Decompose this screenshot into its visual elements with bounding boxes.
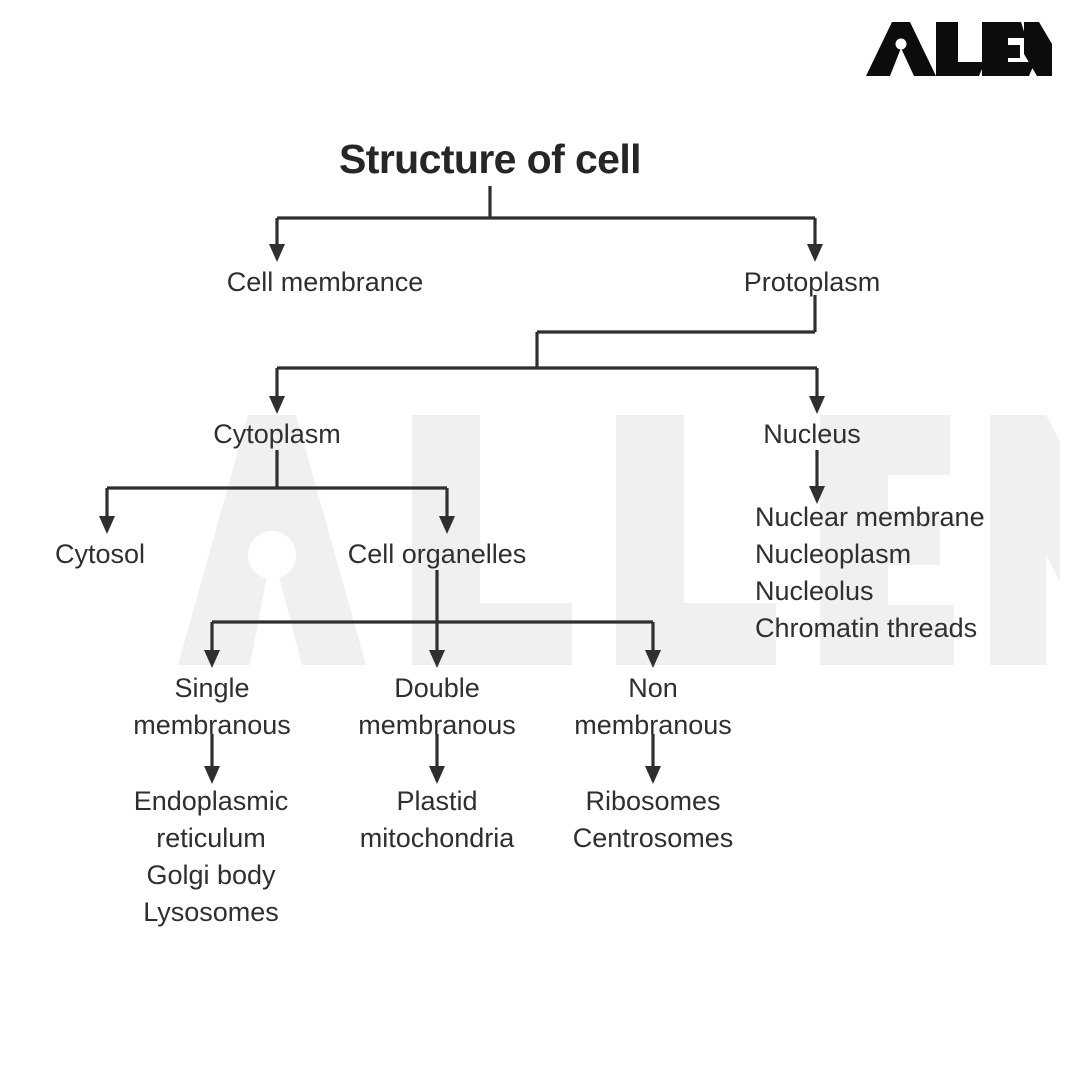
node-protoplasm: Protoplasm bbox=[743, 267, 881, 297]
node-nucleus-items: Nuclear membrane Nucleoplasm Nucleolus C… bbox=[755, 502, 985, 643]
node-single-membranous: Single membranous bbox=[133, 673, 291, 740]
node-single-membranous-items: Endoplasmic reticulum Golgi body Lysosom… bbox=[133, 786, 289, 927]
allen-logo bbox=[866, 22, 1052, 76]
node-cytoplasm: Cytoplasm bbox=[213, 419, 341, 449]
node-cell-organelles: Cell organelles bbox=[347, 539, 527, 569]
node-double-membranous: Double membranous bbox=[358, 673, 516, 740]
node-double-membranous-items: Plastid mitochondria bbox=[359, 786, 515, 853]
node-cell-membrance: Cell membrance bbox=[226, 267, 424, 297]
node-nucleus: Nucleus bbox=[763, 419, 861, 449]
node-cytosol: Cytosol bbox=[54, 539, 146, 569]
diagram-title: Structure of cell bbox=[339, 136, 642, 182]
node-non-membranous-items: Ribosomes Centrosomes bbox=[572, 786, 734, 853]
node-non-membranous: Non membranous bbox=[574, 673, 732, 740]
